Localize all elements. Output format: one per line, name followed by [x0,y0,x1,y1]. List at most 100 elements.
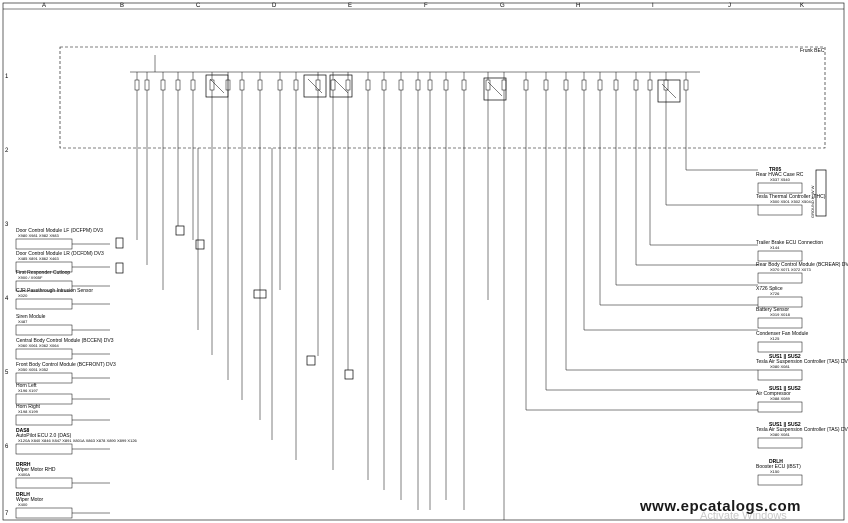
module-connectors: X088 X089 [770,396,791,401]
fuse-body [160,79,166,91]
module-title: First Responder Cutloop [16,270,70,276]
module-pin-box [757,182,803,194]
activate-windows-watermark: Activate Windows [700,510,787,522]
grid-row-1: 1 [5,74,9,80]
module-connectors: X120A X840 X846 X847 X891 X801A X863 X87… [18,438,138,443]
fuse-body [543,79,549,91]
fuse-body [315,79,321,91]
module-title: Horn Left [16,383,37,389]
fuse-body [663,79,669,91]
fuse-body [427,79,433,91]
module-connectors: X019 X018 [770,312,791,317]
grid-col-h: H [576,3,580,9]
module-code: SUS1 || SUS2 [769,422,801,428]
fuse-body [647,79,653,91]
fuse-group [130,55,700,148]
inline-connector-5 [253,289,267,299]
relay-switch [209,78,225,94]
fuse-body [683,79,689,91]
module-pin-box [15,443,73,455]
module-title: Air Compressor [756,391,791,397]
fuse-body [330,79,336,91]
module-title: AutoPilot ECU 2.0 (DAS) [16,433,72,439]
inline-connector-2 [115,262,124,274]
ground-vertical-label: GROUND X_W W [810,185,815,218]
module-connectors: X144 [770,245,780,250]
grid-col-j: J [728,3,731,9]
module-title: Rear Body Control Module (BCREAR) DV3 [756,262,848,268]
module-connectors: X400 [18,502,28,507]
fuse-body [461,79,467,91]
module-title: CJR Passthrough Intrusion Sensor [16,288,93,294]
module-pin-box [15,298,73,310]
fuse-body [398,79,404,91]
fuse-body [239,79,245,91]
module-connectors: X080 X081 [770,364,791,369]
ground-block [815,169,827,217]
module-title: Wiper Motor RHD [16,467,56,473]
module-pin-box [757,369,803,381]
grid-row-6: 6 [5,444,9,450]
relay-switch [661,83,677,99]
grid-row-2: 2 [5,148,9,154]
module-connectors: X980 X981 X982 X983 [18,233,59,238]
grid-column-labels: A B C D E F G H I J K [42,3,804,9]
relay-body [205,74,229,98]
module-connectors: X487 [18,319,28,324]
relay-switch [487,81,503,97]
fuse-body [633,79,639,91]
fuse-body [365,79,371,91]
fuse-body [144,79,150,91]
module-connectors: X060 X061 X062 X064 [18,343,59,348]
module-pin-box [757,341,803,353]
fuse-body [345,79,351,91]
grid-col-i: I [652,3,654,9]
wire-group [136,148,758,520]
module-title: Tesla Thermal Controller (THC) [756,194,826,200]
fuse-body [257,79,263,91]
inline-connector-3 [175,225,185,236]
module-pin-box [757,204,803,216]
module-connectors: X050 X051 X052 [18,367,49,372]
grid-col-g: G [500,3,505,9]
grid-col-d: D [272,3,277,9]
module-title: X726 Splice [756,286,783,292]
module-code: SUS1 || SUS2 [769,386,801,392]
module-title: Door Control Module LR (DCFDM) DV3 [16,251,104,257]
module-code: DRRH [16,462,31,468]
module-title: Rear HVAC Case RC [756,172,804,178]
module-pin-box [757,296,803,308]
module-title: Tesla Air Suspension Controller (TAS) DV… [756,427,848,433]
grid-row-3: 3 [5,222,9,228]
grid-row-5: 5 [5,370,9,376]
fuse-body [381,79,387,91]
inline-connector-4 [195,239,205,250]
module-pin-box [757,401,803,413]
module-pin-box [757,474,803,486]
module-code: DAS8 [16,428,30,434]
fuse-body [277,79,283,91]
module-title: Battery Sensor [756,307,789,313]
grid-col-b: B [120,3,124,9]
module-connectors: X125 [770,336,780,341]
module-connectors: X900 / X905F [18,275,43,280]
relay-body [483,77,507,101]
module-title: Horn Right [16,404,41,410]
inline-connectors [115,225,354,380]
module-title: Door Control Module LF (DCFPM) DV3 [16,228,103,234]
fuse-body [293,79,299,91]
grid-row-7: 7 [5,511,9,517]
module-connectors: X198 X199 [18,409,39,414]
fuse-body [415,79,421,91]
fuse-body [581,79,587,91]
module-pin-box [15,238,73,250]
module-title: Tesla Air Suspension Controller (TAS) DV… [756,359,848,365]
module-connectors: X070 X071 X072 X073 [770,267,811,272]
grid-col-e: E [348,3,352,9]
fuse-box-label: Frunk BEC [800,48,825,54]
module-title: Central Body Control Module (BCCEN) DV3 [16,338,114,344]
fuse-body [175,79,181,91]
module-pin-box [757,272,803,284]
module-title: Booster ECU (iBST) [756,464,801,470]
